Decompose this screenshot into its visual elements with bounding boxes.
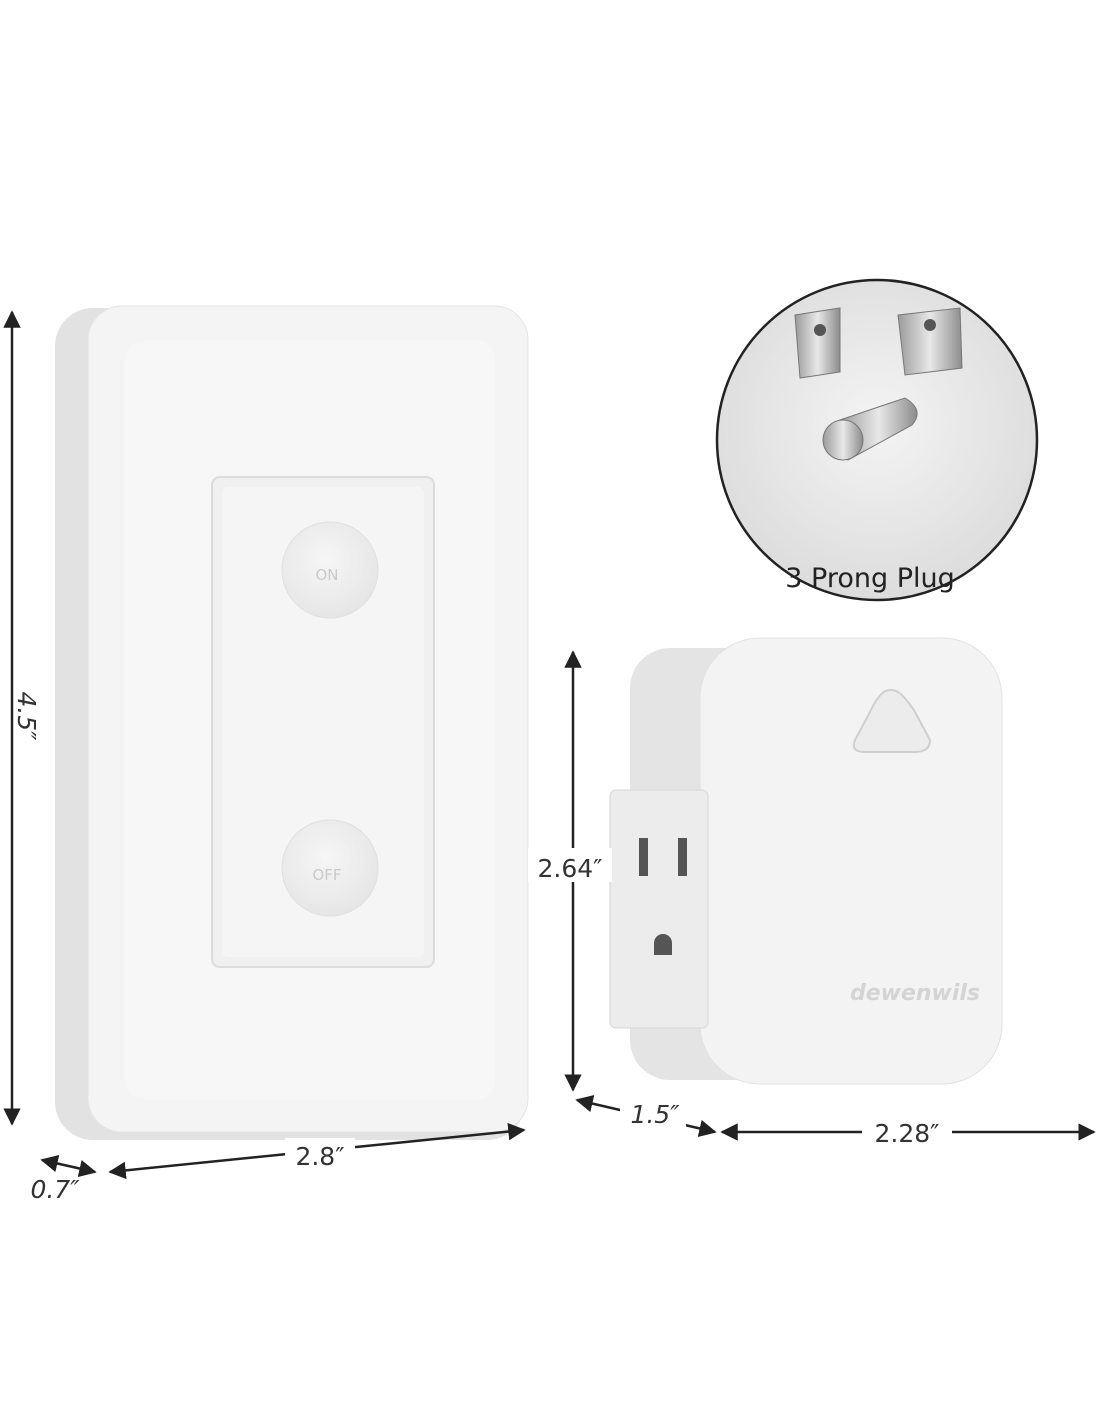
outlet-slot-left	[639, 838, 648, 876]
flat-prong-left	[794, 307, 841, 379]
switch-width-label: 2.8″	[295, 1142, 344, 1171]
flat-prong-right	[897, 307, 963, 376]
ground-prong-tip	[822, 419, 864, 461]
switch-depth-arrow	[40, 1154, 97, 1178]
wall-switch: ON OFF	[55, 305, 529, 1140]
outlet-slot-right	[678, 838, 687, 876]
outlet-ground-hole	[654, 934, 672, 955]
label-bg	[285, 1138, 355, 1170]
on-button	[281, 521, 379, 619]
prong-hole	[924, 319, 936, 331]
inset-caption: 3 Prong Plug	[785, 563, 954, 594]
switch-height-label: 4.5″	[12, 691, 41, 741]
plug-depth-label: 1.5″	[630, 1100, 680, 1129]
switch-rocker	[222, 487, 424, 957]
plug-height-label: 2.64″	[537, 854, 602, 883]
brand-logo: dewenwils	[850, 981, 980, 1006]
receiver-button	[852, 688, 932, 753]
prong-hole	[814, 324, 826, 336]
plug-width-label: 2.28″	[874, 1119, 939, 1148]
off-button	[281, 819, 379, 917]
label-bg	[528, 848, 612, 882]
switch-depth-label: 0.7″	[30, 1175, 80, 1204]
label-bg	[620, 1098, 686, 1128]
plug-in-receiver: dewenwils	[609, 637, 1003, 1085]
on-label: ON	[315, 566, 338, 584]
receiver-front	[699, 637, 1003, 1085]
off-label: OFF	[312, 866, 341, 884]
prong-inset: 3 Prong Plug	[715, 278, 1039, 602]
outlet-face	[609, 789, 709, 1029]
label-bg	[862, 1116, 952, 1148]
